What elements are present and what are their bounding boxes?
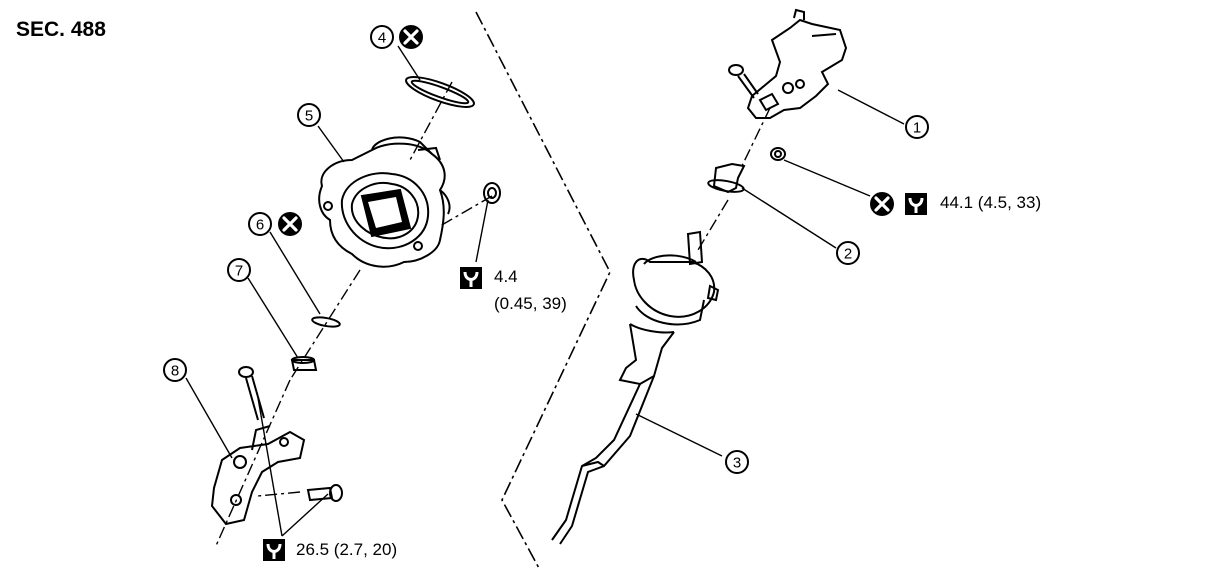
housing-nut: [483, 182, 501, 204]
callout-6: 6: [256, 217, 264, 234]
torque-wrench-icon: [903, 191, 929, 217]
torque-spec-housing-nut-line2: (0.45, 39): [494, 294, 567, 313]
part-8-bracket: [210, 425, 306, 526]
callout-4: 4: [378, 30, 386, 47]
callout-7: 7: [235, 263, 243, 280]
callout-1: 1: [913, 120, 921, 137]
not-reusable-x-icon: [276, 210, 304, 238]
part-2-clip: [707, 162, 746, 194]
center-axis-lines: [214, 81, 771, 549]
bracket-bolt-side: [306, 484, 343, 502]
callout-circles: [163, 25, 929, 474]
callout-8: 8: [171, 363, 179, 380]
torque-wrench-icon: [261, 537, 287, 563]
joint-nut: [770, 147, 786, 161]
torque-spec-joint-nut: 44.1 (4.5, 33): [940, 193, 1042, 212]
part-3-steering-shaft: [551, 230, 720, 545]
part-7-bushing: [290, 356, 318, 371]
torque-spec-bracket-bolts: 26.5 (2.7, 20): [296, 540, 398, 559]
part-6-seal: [311, 316, 341, 328]
phantom-boundary-line: [475, 11, 611, 571]
part-4-o-ring: [405, 76, 475, 108]
part-5-boot-housing: [318, 136, 451, 268]
callout-2: 2: [844, 246, 852, 263]
callout-5: 5: [305, 108, 313, 125]
section-title: SEC. 488: [16, 18, 106, 41]
torque-wrench-icon: [458, 265, 484, 291]
torque-spec-housing-nut-line1: 4.4: [494, 267, 518, 286]
part-1-universal-joint: [746, 8, 848, 119]
leader-lines: [185, 45, 905, 537]
joint-bolt: [728, 64, 759, 99]
not-reusable-x-icon: [397, 23, 425, 51]
callout-3: 3: [733, 455, 741, 472]
bracket-bolt-top: [238, 366, 265, 421]
not-reusable-x-icon: [868, 190, 896, 218]
